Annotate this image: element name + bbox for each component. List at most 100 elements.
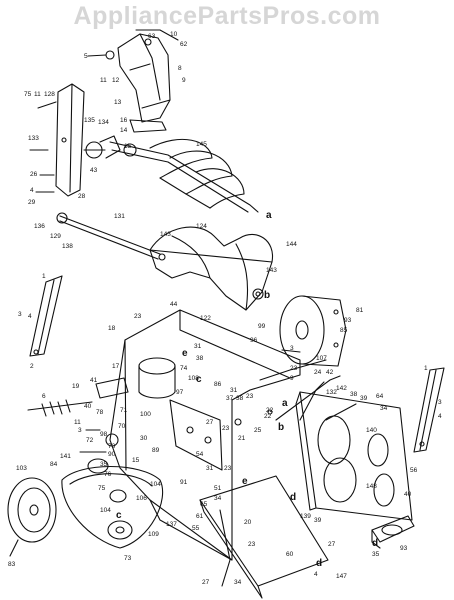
callout-138: 138 <box>62 243 73 250</box>
callout-3c: 3 <box>78 427 82 434</box>
impeller-auger <box>149 226 274 311</box>
callout-23f: 23 <box>248 541 256 548</box>
right-link-rod <box>413 367 445 453</box>
callout-10: 10 <box>170 31 178 38</box>
callout-145: 145 <box>196 141 207 148</box>
shoe-bracket <box>371 515 415 549</box>
callout-148: 148 <box>366 483 377 490</box>
callout-6: 6 <box>42 393 46 400</box>
callout-24: 24 <box>314 369 322 376</box>
ref-letter-d2: d <box>372 538 378 549</box>
callout-131: 131 <box>114 213 125 220</box>
callout-11b: 11 <box>34 91 41 98</box>
callout-39b: 39 <box>314 517 322 524</box>
callout-128: 128 <box>44 91 55 98</box>
callout-9: 9 <box>182 77 186 84</box>
callout-107: 107 <box>316 355 327 362</box>
callout-73b: 73 <box>124 555 132 562</box>
ref-letter-e2: e <box>242 476 248 487</box>
callout-22b: 22 <box>266 407 274 414</box>
ref-letter-a: a <box>266 210 272 221</box>
drive-belts <box>61 458 164 549</box>
callout-84: 84 <box>50 461 58 468</box>
callout-104: 104 <box>150 481 161 488</box>
base-plate <box>199 475 329 599</box>
ref-letter-d: d <box>290 492 296 503</box>
callout-93: 93 <box>344 317 352 324</box>
drive-shaft-hardware <box>27 377 129 453</box>
callout-141: 141 <box>60 453 71 460</box>
callout-38b: 38 <box>236 395 244 402</box>
callout-15: 15 <box>124 143 132 150</box>
callout-23d: 23 <box>222 425 230 432</box>
callout-74: 74 <box>180 365 188 372</box>
callout-124: 124 <box>196 223 207 230</box>
callout-34: 34 <box>380 405 388 412</box>
callout-20: 20 <box>244 519 252 526</box>
callout-136: 136 <box>34 223 45 230</box>
callout-75: 75 <box>24 91 32 98</box>
callout-76: 76 <box>104 471 112 478</box>
large-pulley <box>7 477 57 557</box>
callout-132: 132 <box>326 389 337 396</box>
callout-23b: 23 <box>290 365 298 372</box>
callout-31b: 31 <box>230 387 238 394</box>
callout-78: 78 <box>96 409 104 416</box>
callout-147: 147 <box>336 573 347 580</box>
reference-letters: a b e c a b d d d c e <box>116 210 378 569</box>
ref-letter-d3: d <box>316 558 322 569</box>
callout-100: 100 <box>140 411 151 418</box>
callout-42: 42 <box>326 369 334 376</box>
upper-auger <box>109 138 259 213</box>
chute-crank-bracket <box>29 83 121 197</box>
callout-98: 98 <box>100 431 108 438</box>
callout-144: 144 <box>286 241 297 248</box>
callout-54: 54 <box>196 451 204 458</box>
callout-96: 96 <box>250 337 258 344</box>
callout-143b: 143 <box>266 267 277 274</box>
callout-38c: 38 <box>350 391 358 398</box>
right-side-plate <box>295 391 413 521</box>
callout-9b: 9 <box>290 375 294 382</box>
callout-8: 8 <box>178 65 182 72</box>
callout-4: 4 <box>30 187 34 194</box>
callout-83: 83 <box>8 561 16 568</box>
callout-56: 56 <box>410 467 418 474</box>
callout-103: 103 <box>16 465 27 472</box>
callout-13: 13 <box>114 99 122 106</box>
callout-34c: 34 <box>234 579 242 586</box>
callout-41: 41 <box>90 377 98 384</box>
callout-15b: 15 <box>132 457 140 464</box>
callout-30: 30 <box>140 435 148 442</box>
control-rods <box>234 359 357 426</box>
callout-37: 37 <box>226 395 234 402</box>
callout-23e: 23 <box>224 465 232 472</box>
callout-71: 71 <box>120 407 128 414</box>
callout-133: 133 <box>28 135 39 142</box>
ref-letter-c: c <box>196 374 202 385</box>
callout-75b: 75 <box>98 485 106 492</box>
callout-40: 40 <box>84 403 92 410</box>
callout-108: 108 <box>188 375 199 382</box>
callout-27b: 27 <box>328 541 336 548</box>
callout-35b: 35 <box>372 551 380 558</box>
callout-3: 3 <box>18 311 22 318</box>
callout-27: 27 <box>206 419 214 426</box>
callout-19: 19 <box>72 383 80 390</box>
callout-137: 137 <box>166 521 177 528</box>
callout-16: 16 <box>120 117 128 124</box>
callout-142: 142 <box>336 385 347 392</box>
ref-letter-c2: c <box>116 510 122 521</box>
callout-134: 134 <box>98 119 109 126</box>
callout-labels: 10 63 62 5 11 12 8 9 13 16 14 15 145 75 … <box>8 31 442 586</box>
callout-28: 28 <box>78 193 86 200</box>
watermark-text: AppliancePartsPros.com <box>73 2 381 30</box>
callout-70: 70 <box>118 423 126 430</box>
left-link-rod <box>29 275 63 357</box>
callout-31c: 31 <box>206 465 214 472</box>
callout-64: 64 <box>376 393 384 400</box>
callout-4b: 4 <box>28 313 32 320</box>
ref-letter-a2: a <box>282 398 288 409</box>
auger-shaft <box>56 212 166 261</box>
